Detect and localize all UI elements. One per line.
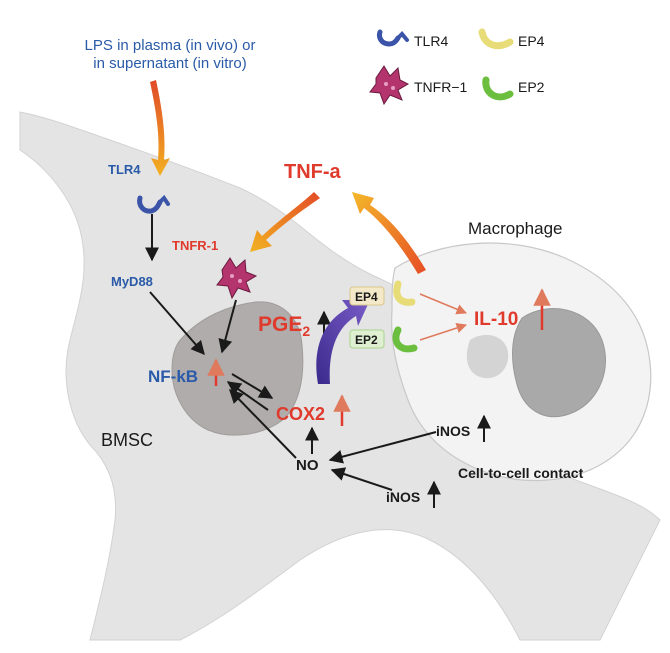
ep4-legend-icon (478, 28, 514, 50)
inos-bottom-to-no-arrow (330, 467, 393, 491)
tlr4-label: TLR4 (108, 162, 141, 177)
legend: TLR4 EP4 TNFR−1 EP2 (369, 28, 545, 106)
ep2-label: EP2 (355, 333, 378, 347)
tlr4-receptor-icon (137, 194, 170, 214)
tnfr1-to-nfkb-arrow (218, 299, 237, 354)
tnfr1-label: TNFR-1 (172, 238, 218, 253)
legend-ep2-label: EP2 (518, 79, 545, 95)
tnfr1-legend-icon (369, 65, 410, 106)
pge2-text: PGE (258, 313, 302, 336)
inos-bottom-label: iNOS (386, 489, 420, 505)
lps-arrow (150, 80, 170, 176)
lps-label-line1: LPS in plasma (in vivo) or (85, 37, 256, 54)
ep4-receptor-icon (393, 280, 416, 306)
il10-label: IL-10 (474, 309, 518, 330)
myd88-to-nfkb-arrow (149, 291, 205, 356)
bmsc-label: BMSC (101, 430, 153, 450)
bmsc-nucleus (171, 301, 304, 436)
nfkb-to-cox2-arrow (231, 373, 274, 399)
ep2-box (349, 329, 385, 349)
macrophage-nucleus-lobe (466, 334, 509, 379)
nfkb-label: NF-kB (148, 367, 198, 386)
ep2-to-il10-arrow (419, 322, 467, 341)
tlr4-legend-icon (377, 29, 409, 47)
macrophage-label: Macrophage (468, 219, 563, 238)
tnfa-label: TNF-a (284, 161, 342, 183)
macrophage-nucleus (512, 308, 606, 418)
cox2-label: COX2 (276, 404, 325, 424)
pge2-subscript: 2 (302, 323, 310, 339)
legend-tnfr1-label: TNFR−1 (414, 79, 468, 95)
inos-top-label: iNOS (436, 423, 470, 439)
ep2-legend-icon (482, 76, 514, 101)
lps-label-line2: in supernatant (in vitro) (93, 55, 246, 72)
no-to-nfkb-arrow (229, 388, 297, 459)
legend-ep4-label: EP4 (518, 33, 545, 49)
ep4-to-il10-arrow (419, 293, 467, 315)
macrophage-to-tnfa-arrow (352, 192, 426, 274)
ep4-label: EP4 (355, 290, 378, 304)
no-label: NO (296, 457, 319, 474)
cox2-to-ep-curved-arrow (316, 300, 370, 384)
ep2-receptor-icon (392, 326, 418, 353)
legend-tlr4-label: TLR4 (414, 33, 448, 49)
myd88-label: MyD88 (111, 274, 153, 289)
ep4-box (349, 286, 385, 306)
cell-contact-label: Cell-to-cell contact (458, 465, 584, 481)
tnfa-to-tnfr1-arrow (250, 192, 320, 252)
inos-top-to-no-arrow (328, 431, 437, 464)
pge2-label: PGE2 (258, 313, 310, 339)
cox2-to-nfkb-arrow (226, 381, 269, 411)
bmsc-cell (19, 111, 661, 641)
tnfr1-receptor-icon (216, 257, 258, 300)
